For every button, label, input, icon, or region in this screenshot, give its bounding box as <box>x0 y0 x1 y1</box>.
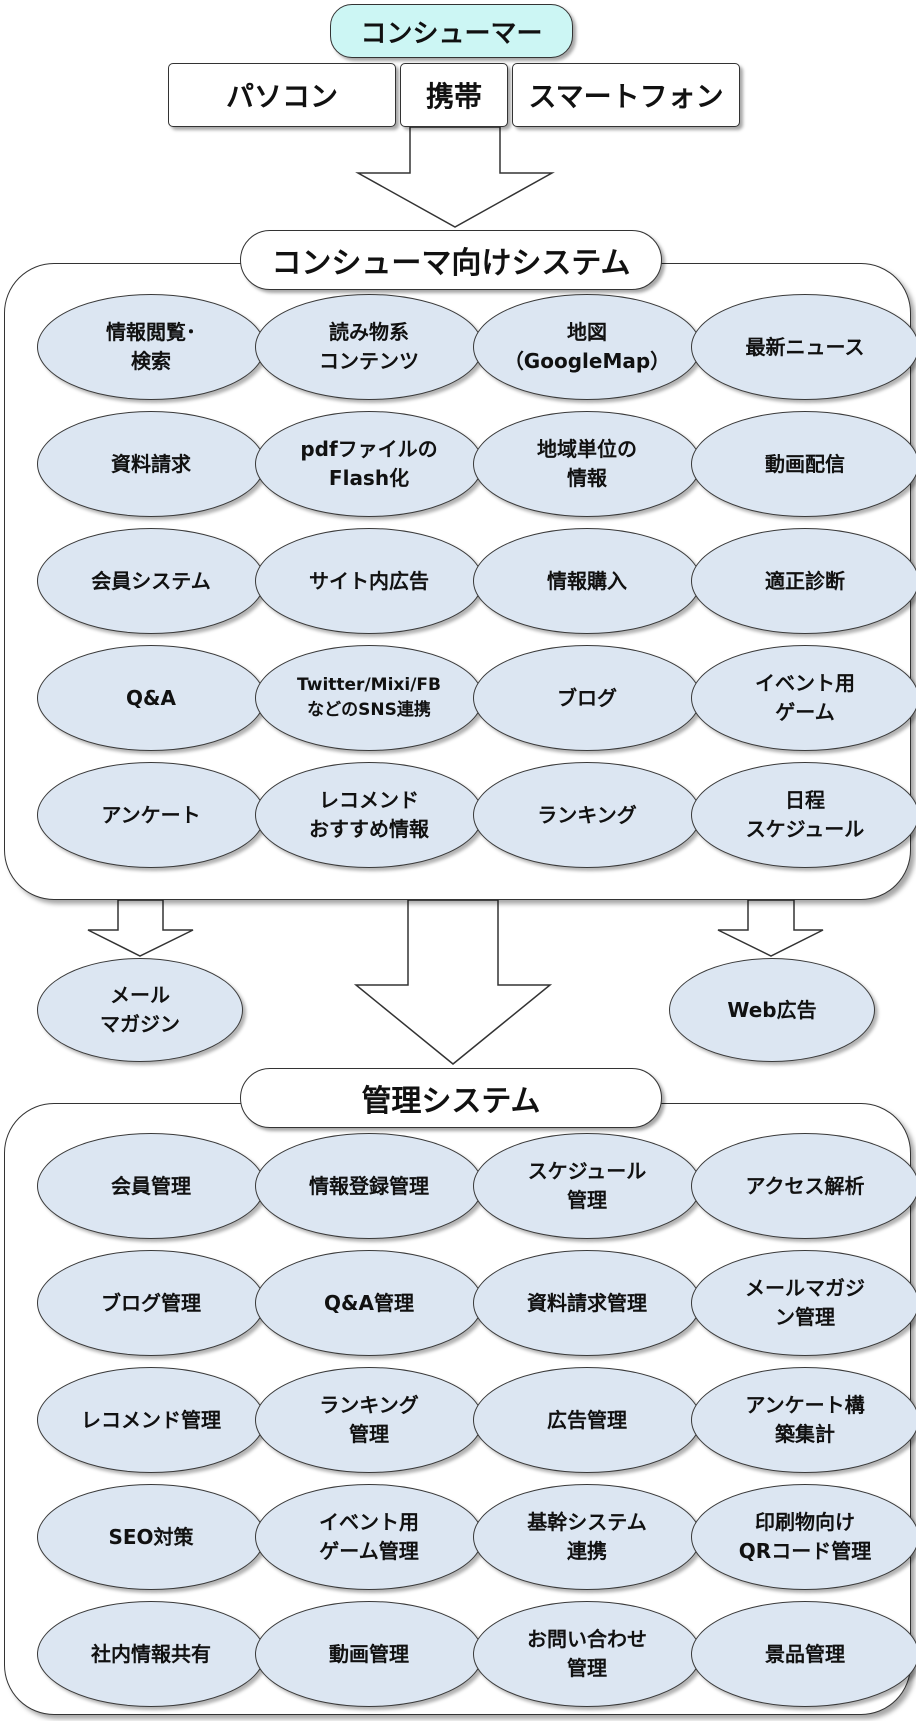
consumer-system-title: コンシューマ向けシステム <box>240 230 662 290</box>
consumer-item: 資料請求 <box>37 411 265 517</box>
device-mobile: 携帯 <box>400 63 508 127</box>
consumer-item: pdfファイルの Flash化 <box>255 411 483 517</box>
consumer-system-grid: 情報閲覧･ 検索 読み物系 コンテンツ 地図 （GoogleMap） 最新ニュー… <box>37 294 916 868</box>
consumer-item: 最新ニュース <box>691 294 916 400</box>
admin-item: 広告管理 <box>473 1367 701 1473</box>
admin-item: スケジュール 管理 <box>473 1133 701 1239</box>
consumer-item: ランキング <box>473 762 701 868</box>
consumer-item: サイト内広告 <box>255 528 483 634</box>
admin-item: メールマガジ ン管理 <box>691 1250 916 1356</box>
admin-item: イベント用 ゲーム管理 <box>255 1484 483 1590</box>
consumer-item: 動画配信 <box>691 411 916 517</box>
admin-system-title: 管理システム <box>240 1068 662 1128</box>
admin-item: レコメンド管理 <box>37 1367 265 1473</box>
admin-item: 基幹システム 連携 <box>473 1484 701 1590</box>
consumer-item: 読み物系 コンテンツ <box>255 294 483 400</box>
consumer-item: 情報閲覧･ 検索 <box>37 294 265 400</box>
consumer-item: 日程 スケジュール <box>691 762 916 868</box>
arrow-devices-to-system <box>355 126 555 228</box>
consumer-item: 地域単位の 情報 <box>473 411 701 517</box>
admin-system-grid: 会員管理 情報登録管理 スケジュール 管理 アクセス解析 ブログ管理 Q&A管理… <box>37 1133 916 1707</box>
admin-item: 印刷物向け QRコード管理 <box>691 1484 916 1590</box>
arrow-system-to-webad <box>717 899 824 957</box>
device-pc: パソコン <box>168 63 396 127</box>
admin-item: アンケート構 築集計 <box>691 1367 916 1473</box>
consumer-item: アンケート <box>37 762 265 868</box>
mail-magazine-oval: メール マガジン <box>37 958 243 1062</box>
admin-item: 会員管理 <box>37 1133 265 1239</box>
admin-item: ランキング 管理 <box>255 1367 483 1473</box>
admin-item: 情報登録管理 <box>255 1133 483 1239</box>
consumer-item: Twitter/Mixi/FB などのSNS連携 <box>255 645 483 751</box>
web-ad-oval: Web広告 <box>669 958 875 1062</box>
admin-item: アクセス解析 <box>691 1133 916 1239</box>
admin-item: 景品管理 <box>691 1601 916 1707</box>
consumer-title: コンシューマー <box>330 4 573 58</box>
consumer-item: 地図 （GoogleMap） <box>473 294 701 400</box>
consumer-item: イベント用 ゲーム <box>691 645 916 751</box>
consumer-item: Q&A <box>37 645 265 751</box>
consumer-item: 適正診断 <box>691 528 916 634</box>
consumer-item: 情報購入 <box>473 528 701 634</box>
admin-item: ブログ管理 <box>37 1250 265 1356</box>
admin-item: 動画管理 <box>255 1601 483 1707</box>
admin-item: Q&A管理 <box>255 1250 483 1356</box>
admin-item: SEO対策 <box>37 1484 265 1590</box>
consumer-item: 会員システム <box>37 528 265 634</box>
admin-item: 社内情報共有 <box>37 1601 265 1707</box>
arrow-system-to-mailmagazine <box>87 899 194 957</box>
consumer-item: レコメンド おすすめ情報 <box>255 762 483 868</box>
arrow-system-to-admin <box>353 899 553 1065</box>
admin-item: お問い合わせ 管理 <box>473 1601 701 1707</box>
admin-item: 資料請求管理 <box>473 1250 701 1356</box>
consumer-item: ブログ <box>473 645 701 751</box>
device-smartphone: スマートフォン <box>512 63 740 127</box>
